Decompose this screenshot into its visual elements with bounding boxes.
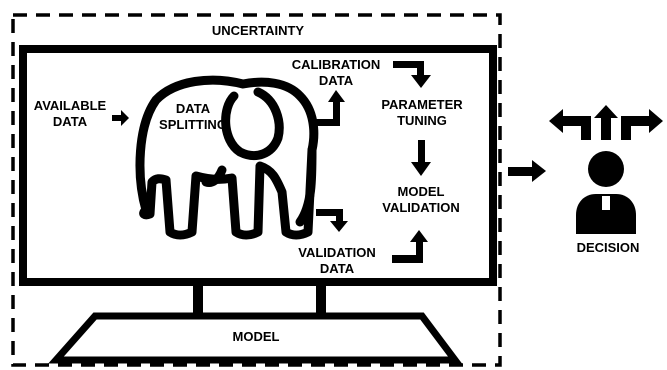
model-label: MODEL xyxy=(232,329,280,344)
uncertainty-label: UNCERTAINTY xyxy=(211,23,305,38)
arrow-available-to-splitting xyxy=(112,110,129,126)
decision-arrows-icon xyxy=(549,105,663,140)
decision-label: DECISION xyxy=(576,240,640,255)
arrow-to-model-validation xyxy=(392,230,428,263)
person-icon xyxy=(576,151,636,234)
arrows xyxy=(112,61,546,263)
arrow-to-calibration xyxy=(316,90,345,126)
arrow-tuning-to-validation xyxy=(411,140,431,176)
elephant-icon xyxy=(135,75,319,240)
arrow-to-decision xyxy=(508,160,546,182)
arrow-to-validation-data xyxy=(316,209,348,232)
arrow-to-parameter-tuning xyxy=(393,61,431,88)
uncertainty-border xyxy=(11,13,502,367)
